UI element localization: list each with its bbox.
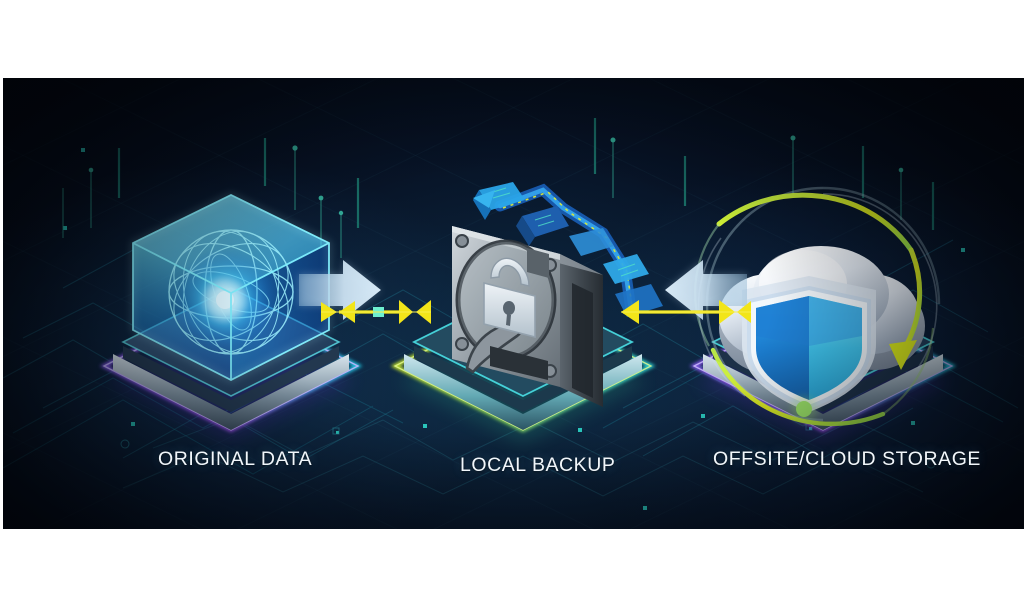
label-local-backup: LOCAL BACKUP (460, 454, 616, 476)
vignette-overlay (3, 78, 1024, 529)
label-offsite-cloud-storage: OFFSITE/CLOUD STORAGE (713, 448, 981, 470)
dark-scene-panel: ORIGINAL DATA LOCAL BACKUP OFFSITE/CLOUD… (3, 78, 1024, 529)
label-original-data: ORIGINAL DATA (158, 448, 313, 470)
